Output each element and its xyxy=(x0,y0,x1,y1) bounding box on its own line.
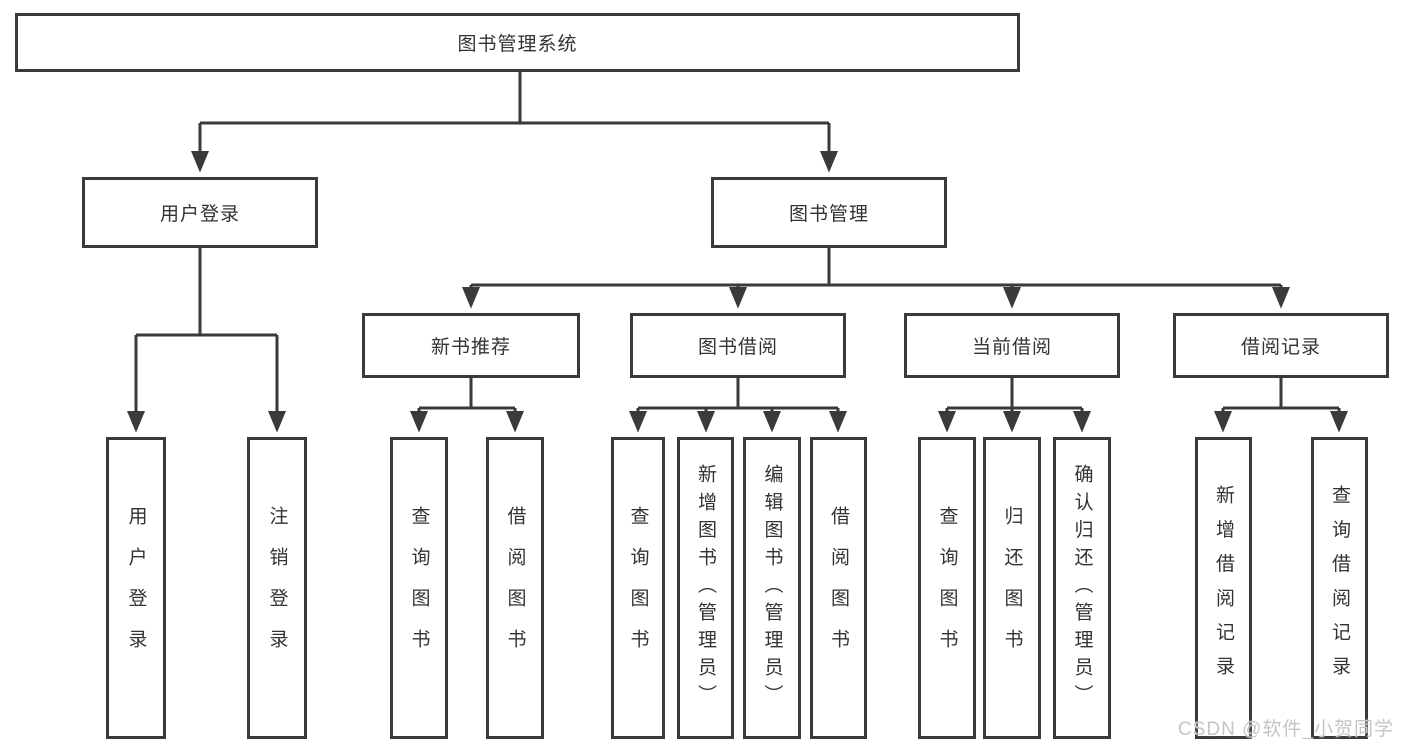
leaf-add-borrow-record-label: 新增借阅记录 xyxy=(1213,485,1234,691)
leaf-borrowing-borrow-book: 借阅图书 xyxy=(810,437,867,739)
node-new-book-recommend: 新书推荐 xyxy=(362,313,580,378)
leaf-recommend-query-book: 查询图书 xyxy=(390,437,448,739)
leaf-edit-book-admin: 编辑图书（管理员） xyxy=(743,437,801,739)
leaf-logout: 注销登录 xyxy=(247,437,307,739)
node-user-login: 用户登录 xyxy=(82,177,318,248)
leaf-add-borrow-record: 新增借阅记录 xyxy=(1195,437,1252,739)
leaf-add-book-admin: 新增图书（管理员） xyxy=(677,437,734,739)
node-user-login-label: 用户登录 xyxy=(159,204,240,225)
node-borrowing-records: 借阅记录 xyxy=(1173,313,1389,378)
node-book-management: 图书管理 xyxy=(711,177,947,248)
leaf-return-book-label: 归还图书 xyxy=(1001,506,1023,670)
node-current-borrowing-label: 当前借阅 xyxy=(971,337,1052,358)
leaf-user-login: 用户登录 xyxy=(106,437,166,739)
leaf-return-book: 归还图书 xyxy=(983,437,1041,739)
leaf-logout-label: 注销登录 xyxy=(266,506,288,670)
leaf-current-query-book-label: 查询图书 xyxy=(936,506,958,670)
csdn-watermark: CSDN @软件_小贺同学 xyxy=(1178,719,1394,740)
leaf-borrowing-query-book-label: 查询图书 xyxy=(627,506,649,670)
node-book-management-label: 图书管理 xyxy=(788,204,869,225)
node-root-label: 图书管理系统 xyxy=(457,34,578,55)
node-book-borrowing: 图书借阅 xyxy=(630,313,846,378)
leaf-add-book-admin-label: 新增图书（管理员） xyxy=(695,464,716,712)
leaf-confirm-return-admin: 确认归还（管理员） xyxy=(1053,437,1111,739)
leaf-confirm-return-admin-label: 确认归还（管理员） xyxy=(1071,464,1093,712)
leaf-borrowing-borrow-book-label: 借阅图书 xyxy=(828,506,849,670)
leaf-current-query-book: 查询图书 xyxy=(918,437,976,739)
leaf-user-login-label: 用户登录 xyxy=(125,506,147,670)
node-root: 图书管理系统 xyxy=(15,13,1020,72)
leaf-query-borrow-record-label: 查询借阅记录 xyxy=(1329,485,1350,691)
leaf-recommend-query-book-label: 查询图书 xyxy=(408,506,430,670)
leaf-borrowing-query-book: 查询图书 xyxy=(611,437,665,739)
leaf-recommend-borrow-book-label: 借阅图书 xyxy=(504,506,526,670)
node-current-borrowing: 当前借阅 xyxy=(904,313,1120,378)
node-new-book-recommend-label: 新书推荐 xyxy=(430,337,511,358)
node-borrowing-records-label: 借阅记录 xyxy=(1240,337,1321,358)
leaf-query-borrow-record: 查询借阅记录 xyxy=(1311,437,1368,739)
node-book-borrowing-label: 图书借阅 xyxy=(697,337,778,358)
leaf-recommend-borrow-book: 借阅图书 xyxy=(486,437,544,739)
leaf-edit-book-admin-label: 编辑图书（管理员） xyxy=(761,464,783,712)
